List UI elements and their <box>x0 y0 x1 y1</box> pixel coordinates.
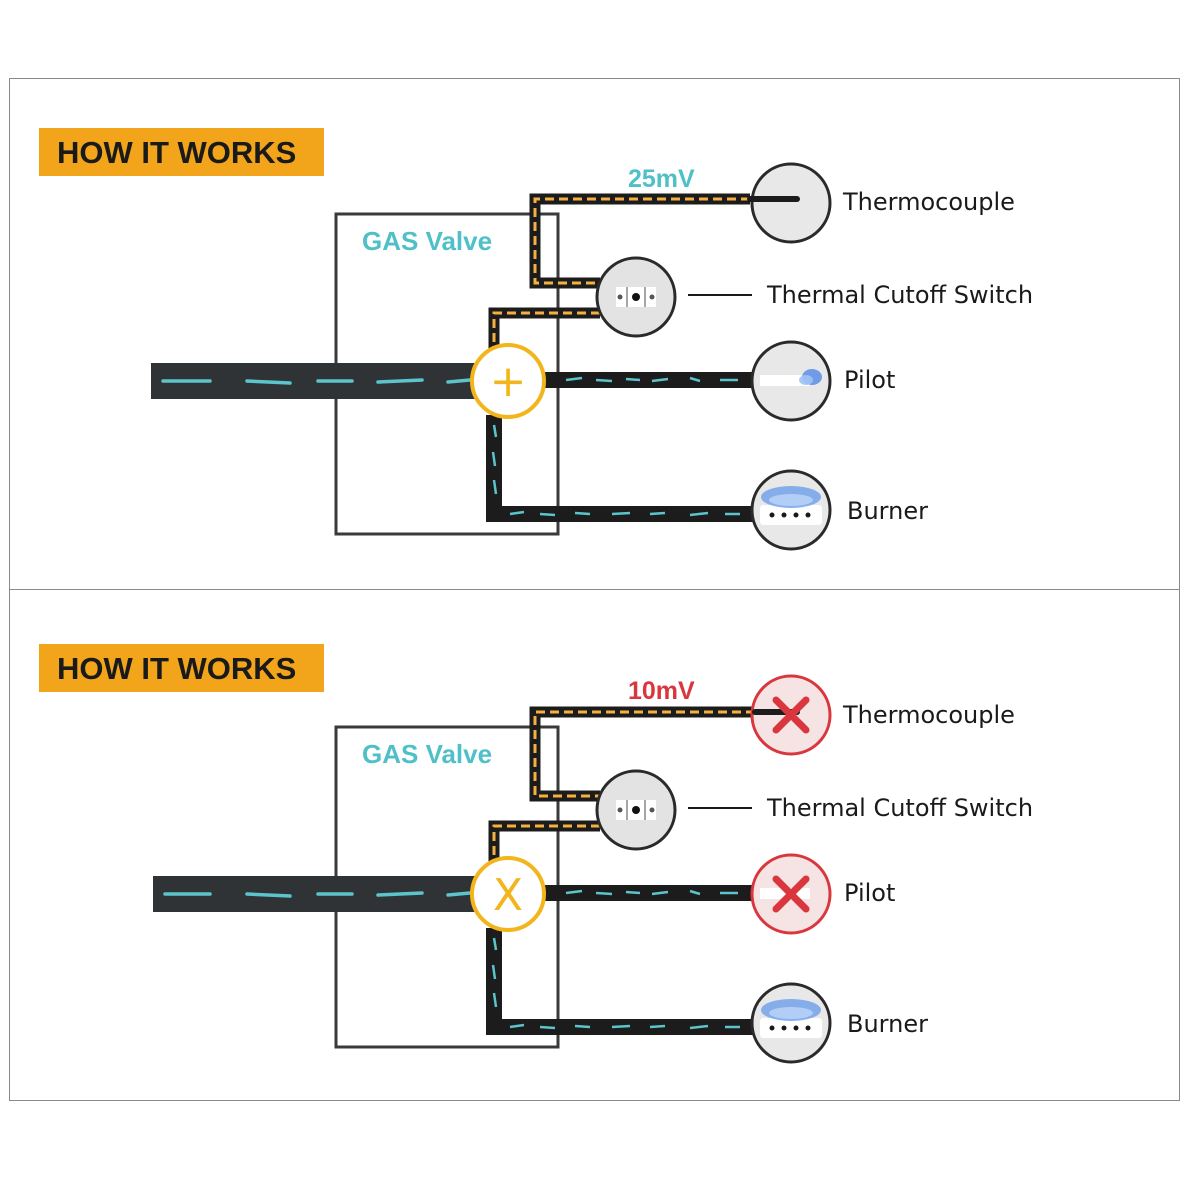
cutoff-wire <box>488 307 600 352</box>
burner-label: Burner <box>847 497 928 525</box>
burner-flame-icon <box>750 982 832 1064</box>
thermocouple-failed-icon <box>750 674 832 756</box>
thermal-cutoff-switch-label: Thermal Cutoff Switch <box>766 794 1033 822</box>
thermal-cutoff-switch-icon <box>595 256 677 338</box>
valve-symbol-label: + <box>490 356 527 407</box>
gas-valve-label: GAS Valve <box>362 739 492 769</box>
voltage-reading: 25mV <box>628 165 695 193</box>
how-it-works-badge <box>39 644 324 692</box>
thermocouple-wire <box>529 193 750 289</box>
thermocouple-label: Thermocouple <box>842 701 1015 729</box>
how-it-works-badge <box>39 128 324 176</box>
cutoff-wire <box>488 820 600 865</box>
thermocouple-label: Thermocouple <box>842 188 1015 216</box>
burner-gas-line <box>486 415 755 522</box>
pilot-flame-icon <box>750 340 832 422</box>
thermal-cutoff-switch-label: Thermal Cutoff Switch <box>766 281 1033 309</box>
thermocouple-wire <box>529 706 755 802</box>
burner-flame-icon <box>750 469 832 551</box>
gas-inlet-pipe <box>151 363 476 399</box>
burner-gas-line <box>486 928 755 1035</box>
badge-label: HOW IT WORKS <box>57 135 296 170</box>
thermal-cutoff-switch-icon <box>595 769 677 851</box>
pilot-gas-line <box>540 885 755 901</box>
thermocouple-icon <box>747 162 832 244</box>
pilot-failed-icon <box>750 853 832 935</box>
gas-inlet-pipe <box>153 876 476 912</box>
gas-valve-label: GAS Valve <box>362 226 492 256</box>
valve-open-symbol <box>470 343 546 419</box>
badge-label: HOW IT WORKS <box>57 651 296 686</box>
burner-label: Burner <box>847 1010 928 1038</box>
diagram-failure-svg: HOW IT WORKS GAS Valve X Thermocouple 10… <box>39 644 1033 1064</box>
pilot-label: Pilot <box>844 366 895 394</box>
voltage-reading: 10mV <box>628 677 695 705</box>
valve-closed-symbol <box>470 856 546 932</box>
diagram-working-svg: HOW IT WORKS GAS Valve + Thermocouple 25… <box>39 128 1033 551</box>
pilot-gas-line <box>540 372 755 388</box>
valve-symbol-label: X <box>493 870 523 921</box>
pilot-label: Pilot <box>844 879 895 907</box>
